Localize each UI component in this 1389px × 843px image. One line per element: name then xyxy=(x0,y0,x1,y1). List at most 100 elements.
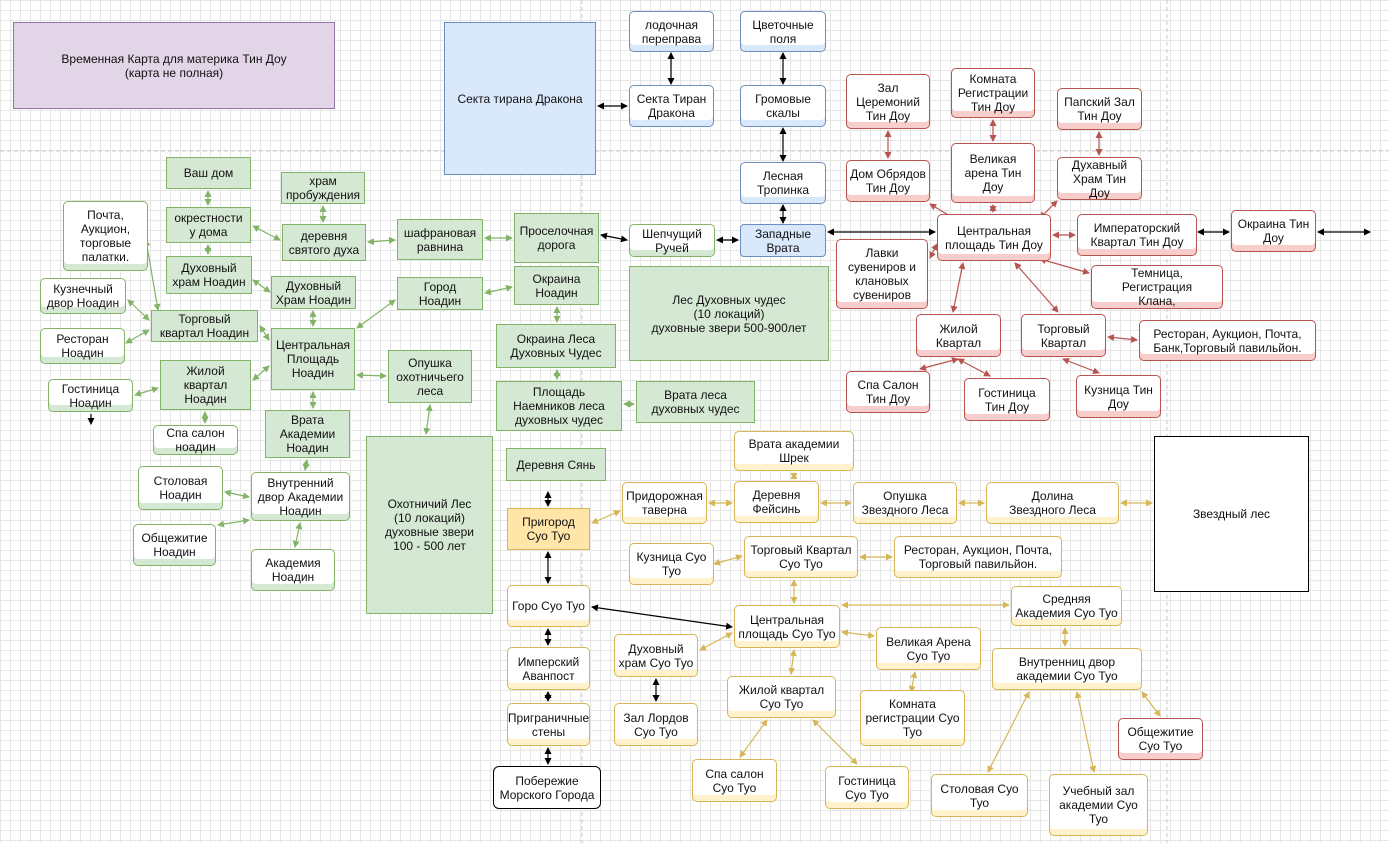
node-lodochnaya[interactable]: лодочная переправа xyxy=(629,11,714,52)
node-zhiloy-tin[interactable]: Жилой Квартал xyxy=(916,314,1001,357)
node-gromovye[interactable]: Громовые скалы xyxy=(740,85,826,127)
node-uchebny-zal[interactable]: Учебный зал академии Суо Туо xyxy=(1049,774,1148,836)
node-kuznica-tin[interactable]: Кузница Тин Доу xyxy=(1076,375,1161,418)
connector-arrow xyxy=(356,371,387,380)
node-gorod-noadin[interactable]: Город Ноадин xyxy=(397,277,483,310)
node-zhiloy-suo[interactable]: Жилой квартал Суо Туо xyxy=(727,676,836,718)
node-pochta-noadin[interactable]: Почта, Аукцион, торговые палатки. xyxy=(63,201,148,271)
node-duh-hram-noadin2[interactable]: Духовный Храм Ноадин xyxy=(271,276,356,309)
node-zal-lordov[interactable]: Зал Лордов Суо Туо xyxy=(614,703,698,746)
node-stolovaya-suo[interactable]: Столовая Суо Туо xyxy=(931,774,1028,817)
node-imperatorskiy[interactable]: Императорский Квартал Тин Доу xyxy=(1077,214,1197,256)
connector-arrow xyxy=(957,358,991,377)
connector-arrow xyxy=(600,232,628,243)
node-vnutr-suo[interactable]: Внутренниц двор академии Суо Туо xyxy=(992,648,1142,690)
node-gostinica-noadin[interactable]: Гостиница Ноадин xyxy=(48,379,133,412)
node-komnata-reg-suo[interactable]: Комната регистрации Суо Туо xyxy=(860,690,965,746)
node-centr-suo[interactable]: Центральная площадь Суо Туо xyxy=(734,605,840,648)
node-vrata-akad-noadin[interactable]: Врата Академии Ноадин xyxy=(265,410,350,458)
node-arena-tin[interactable]: Великая арена Тин Доу xyxy=(951,143,1035,203)
node-ploshad-naemnikov[interactable]: Площадь Наемников леса духовных чудес xyxy=(496,381,622,431)
connector-arrow xyxy=(1074,691,1097,773)
node-okraina-noadin[interactable]: Окраина Ноадин xyxy=(514,266,599,305)
node-hram-probuzhdeniya[interactable]: храм пробуждения xyxy=(281,172,365,204)
node-zhiloy-noadin[interactable]: Жилой квартал Ноадин xyxy=(160,360,251,410)
node-okraina-lesa[interactable]: Окраина Леса Духовных Чудес xyxy=(496,324,616,368)
node-shepchushiy[interactable]: Шепчущий Ручей xyxy=(629,224,715,257)
node-opushka-ohot[interactable]: Опушка охотничьего леса xyxy=(388,350,472,403)
connector-arrow xyxy=(812,719,858,765)
connector-arrow xyxy=(788,649,797,675)
node-gostinica-suo[interactable]: Гостиница Суо Туо xyxy=(825,766,909,809)
node-vrata-shrek[interactable]: Врата академии Шрек xyxy=(734,431,854,471)
node-duh-hram-suo[interactable]: Духовный храм Суо Туо xyxy=(614,634,698,677)
node-vrata-lesa[interactable]: Врата леса духовных чудес xyxy=(636,381,755,423)
node-derevnya-syan[interactable]: Деревня Сянь xyxy=(506,448,606,481)
node-sekta-small[interactable]: Секта Тиран Дракона xyxy=(629,85,714,127)
node-arena-suo[interactable]: Великая Арена Суо Туо xyxy=(876,627,981,670)
node-torgovy-suo[interactable]: Торговый Квартал Суо Туо xyxy=(744,536,858,578)
node-zal-ceremoniy[interactable]: Зал Церемоний Тин Доу xyxy=(846,74,930,129)
node-spa-suo[interactable]: Спа салон Суо Туо xyxy=(692,759,777,802)
node-vash-dom[interactable]: Ваш дом xyxy=(166,157,251,189)
connector-arrow xyxy=(252,365,270,381)
node-ohotnichiy-les[interactable]: Охотничий Лес (10 локаций) духовные звер… xyxy=(366,436,493,614)
node-stolovaya-noadin[interactable]: Столовая Ноадин xyxy=(138,466,223,510)
node-lavki[interactable]: Лавки сувениров и клановых сувениров xyxy=(836,239,928,309)
node-duh-hram-tin[interactable]: Духавный Храм Тин Доу xyxy=(1057,157,1142,200)
node-dom-obryadov[interactable]: Дом Обрядов Тин Доу xyxy=(846,160,930,202)
node-obshezhitie-noadin[interactable]: Общежитие Ноадин xyxy=(133,524,216,566)
node-temnica[interactable]: Темница, Регистрация Клана, xyxy=(1091,265,1223,309)
node-komnata-reg-tin[interactable]: Комната Регистрации Тин Доу xyxy=(951,68,1035,118)
node-spa-noadin[interactable]: Спа салон ноадин xyxy=(153,425,238,455)
node-vnutr-noadin[interactable]: Внутренний двор Академии Ноадин xyxy=(251,472,350,521)
node-proselochnaya[interactable]: Проселочная дорога xyxy=(514,213,599,263)
node-shafranovaya[interactable]: шафрановая равнина xyxy=(397,219,483,260)
node-opushka-zvezd[interactable]: Опушка Звездного Леса xyxy=(853,482,957,524)
node-gostinica-tin[interactable]: Гостиница Тин Доу xyxy=(964,378,1050,421)
connector-arrow xyxy=(134,386,159,397)
node-srednyaya-akad[interactable]: Средняя Академия Суо Туо xyxy=(1011,586,1122,626)
connector-arrow xyxy=(1107,334,1138,343)
node-dolina-zvezd[interactable]: Долина Звездного Леса xyxy=(986,482,1119,524)
node-centr-tin[interactable]: Центральная площадь Тин Доу xyxy=(937,214,1051,261)
node-torgovy-noadin[interactable]: Торговый квартал Ноадин xyxy=(151,310,258,342)
connector-arrow xyxy=(259,325,270,341)
node-centr-noadin[interactable]: Центральная Площадь Ноадин xyxy=(271,328,355,390)
node-les-duh[interactable]: Лес Духовных чудес (10 локаций) духовные… xyxy=(629,266,829,361)
node-duh-hram-noadin[interactable]: Духовный храм Ноадин xyxy=(166,256,252,294)
node-akademiya-noadin[interactable]: Академия Ноадин xyxy=(251,549,335,591)
node-obshezhitie-suo[interactable]: Общежитие Суо Туо xyxy=(1118,718,1203,760)
connector-arrow xyxy=(292,522,303,548)
node-derevnya-duha[interactable]: деревня святого духа xyxy=(282,224,366,261)
node-poberezhye[interactable]: Побережие Морского Города xyxy=(493,766,601,809)
node-restoran-tin[interactable]: Ресторан, Аукцион, Почта, Банк,Торговый … xyxy=(1139,320,1316,361)
node-okrestnosti[interactable]: окрестности у дома xyxy=(166,207,251,243)
connector-arrow xyxy=(1062,357,1100,375)
node-pridorozhnaya[interactable]: Придорожная таверна xyxy=(622,482,707,524)
node-restoran-noadin[interactable]: Ресторан Ноадин xyxy=(40,328,125,364)
node-okraina-tin[interactable]: Окраина Тин Доу xyxy=(1231,210,1316,252)
node-kuznica-suo[interactable]: Кузница Суо Туо xyxy=(629,543,714,585)
node-sekta-big[interactable]: Секта тирана Дракона xyxy=(444,22,596,175)
connector-arrow xyxy=(591,604,733,630)
node-cvetochnye[interactable]: Цветочные поля xyxy=(740,11,826,52)
node-lesnaya[interactable]: Лесная Тропинка xyxy=(740,162,826,204)
node-zapadnye[interactable]: Западные Врата xyxy=(740,224,826,257)
connector-arrow xyxy=(367,236,396,246)
node-prigranichnye[interactable]: Приграничные стены xyxy=(507,703,590,746)
connector-arrow xyxy=(929,243,938,259)
node-torgovy-tin[interactable]: Торговый Квартал xyxy=(1021,314,1106,357)
node-feysin[interactable]: Деревня Фейсинь xyxy=(734,481,819,523)
node-restoran-suo[interactable]: Ресторан, Аукцион, Почта, Торговый павил… xyxy=(894,536,1062,578)
node-zvezdny-les[interactable]: Звездный лес xyxy=(1154,436,1309,592)
node-papskiy[interactable]: Папский Зал Тин Доу xyxy=(1057,88,1142,130)
node-spa-tin[interactable]: Спа Салон Тин Доу xyxy=(846,371,930,413)
node-kuznechny[interactable]: Кузнечный двор Ноадин xyxy=(40,278,126,314)
connector-arrow xyxy=(125,329,150,344)
node-gorod-suo[interactable]: Горо Суо Туо xyxy=(507,585,590,627)
connector-arrow xyxy=(591,510,621,524)
node-prigorod-suo[interactable]: Пригород Суо Туо xyxy=(507,508,590,550)
node-imperskiy-avanpost[interactable]: Имперский Аванпост xyxy=(507,647,590,690)
connector-arrow xyxy=(950,262,966,313)
